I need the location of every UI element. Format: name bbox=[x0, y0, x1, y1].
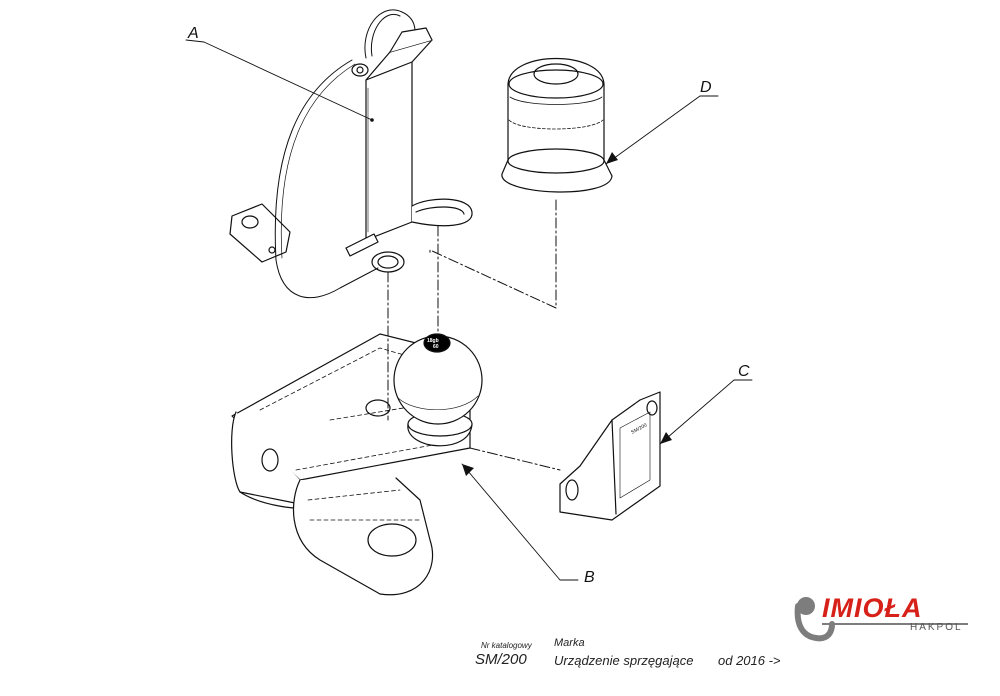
logo-subtitle: HAKPOL bbox=[910, 622, 963, 633]
callout-label-c: C bbox=[738, 363, 750, 380]
production-since: od 2016 -> bbox=[718, 653, 781, 668]
catalog-number-label: Nr katalogowy bbox=[481, 641, 532, 650]
ball-marking-line1: 18gb bbox=[427, 338, 439, 344]
ball-marking-line2: 60 bbox=[433, 344, 439, 350]
callout-leaders bbox=[185, 39, 753, 581]
leader-arrowheads bbox=[370, 118, 672, 476]
part-b-tow-ball-mount bbox=[231, 333, 483, 596]
callout-label-d: D bbox=[700, 79, 712, 96]
assembly-lines bbox=[387, 199, 561, 471]
part-c-id-plate bbox=[559, 391, 661, 521]
logo-brand-name: IMIOŁA bbox=[822, 593, 923, 623]
part-a-locking-pin bbox=[229, 9, 473, 299]
device-name: Urządzenie sprzęgające bbox=[554, 653, 694, 668]
part-d-ball-cap bbox=[501, 58, 613, 193]
callout-label-a: A bbox=[187, 25, 199, 42]
hakpol-logo-icon bbox=[794, 597, 968, 642]
callout-label-b: B bbox=[584, 569, 595, 586]
catalog-number-value: SM/200 bbox=[475, 651, 527, 668]
brand-label: Marka bbox=[554, 637, 585, 649]
